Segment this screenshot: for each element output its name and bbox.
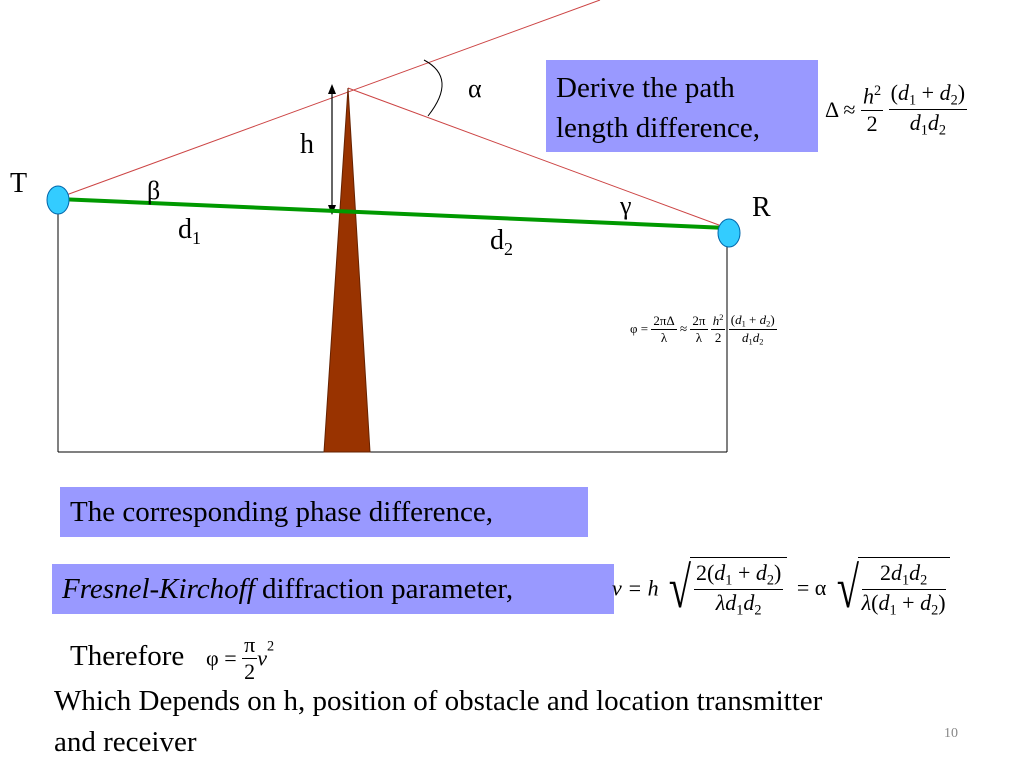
receiver-antenna <box>717 218 741 248</box>
delta-ratio: (d1 + d2) d1d2 <box>888 80 968 139</box>
derive-line-1: Derive the path <box>556 72 735 104</box>
page-number: 10 <box>944 726 958 741</box>
derive-line-2: length difference, <box>556 112 760 144</box>
phi-lhs: φ = <box>630 321 649 337</box>
conclusion-line-1: Which Depends on h, position of obstacle… <box>54 685 823 717</box>
label-h: h <box>300 129 314 160</box>
transmitter-antenna <box>46 185 70 215</box>
label-beta: β <box>147 176 160 205</box>
fresnel-italic: Fresnel-Kirchoff <box>62 573 255 605</box>
knife-edge-obstacle <box>323 87 371 453</box>
phase-difference-box: The corresponding phase difference, <box>60 487 588 537</box>
sqrt-sign-1: √ <box>668 555 692 621</box>
delta-lhs: Δ ≈ <box>825 96 856 122</box>
v-lhs: v = h <box>612 575 659 601</box>
fresnel-rest: diffraction parameter, <box>254 573 514 605</box>
eq-alpha: = α <box>796 575 827 601</box>
phi-therefore-equation: φ = π 2 v2 <box>206 632 275 684</box>
alpha-angle-arc <box>423 59 443 117</box>
height-arrow-head-top <box>328 84 336 94</box>
label-d1: d1 <box>178 214 201 248</box>
v-equation: v = h √ 2(d1 + d2) λd1d2 = α √ 2d1d2 λ(d… <box>612 557 950 620</box>
label-d2: d2 <box>490 225 513 259</box>
label-T: T <box>10 168 27 199</box>
delta-coef: h2 2 <box>861 82 884 136</box>
ray-transmitter-to-peak-extended <box>57 0 601 199</box>
phi-equation: φ = 2πΔ λ ≈ 2π λ h2 2 (d1 + d2) d1d2 <box>630 312 777 347</box>
therefore-text: Therefore <box>70 640 185 672</box>
delta-equation: Δ ≈ h2 2 (d1 + d2) d1d2 <box>825 80 968 140</box>
line-of-sight <box>57 197 728 230</box>
ray-peak-to-receiver <box>347 87 728 229</box>
fresnel-kirchoff-box: Fresnel-Kirchoff diffraction parameter, <box>52 564 614 614</box>
conclusion-line-2: and receiver <box>54 726 197 758</box>
label-alpha: α <box>468 74 482 103</box>
sqrt-sign-2: √ <box>836 555 859 621</box>
label-R: R <box>752 192 771 223</box>
derive-path-box: Derive the path length difference, <box>546 60 818 152</box>
label-gamma: γ <box>619 191 632 220</box>
